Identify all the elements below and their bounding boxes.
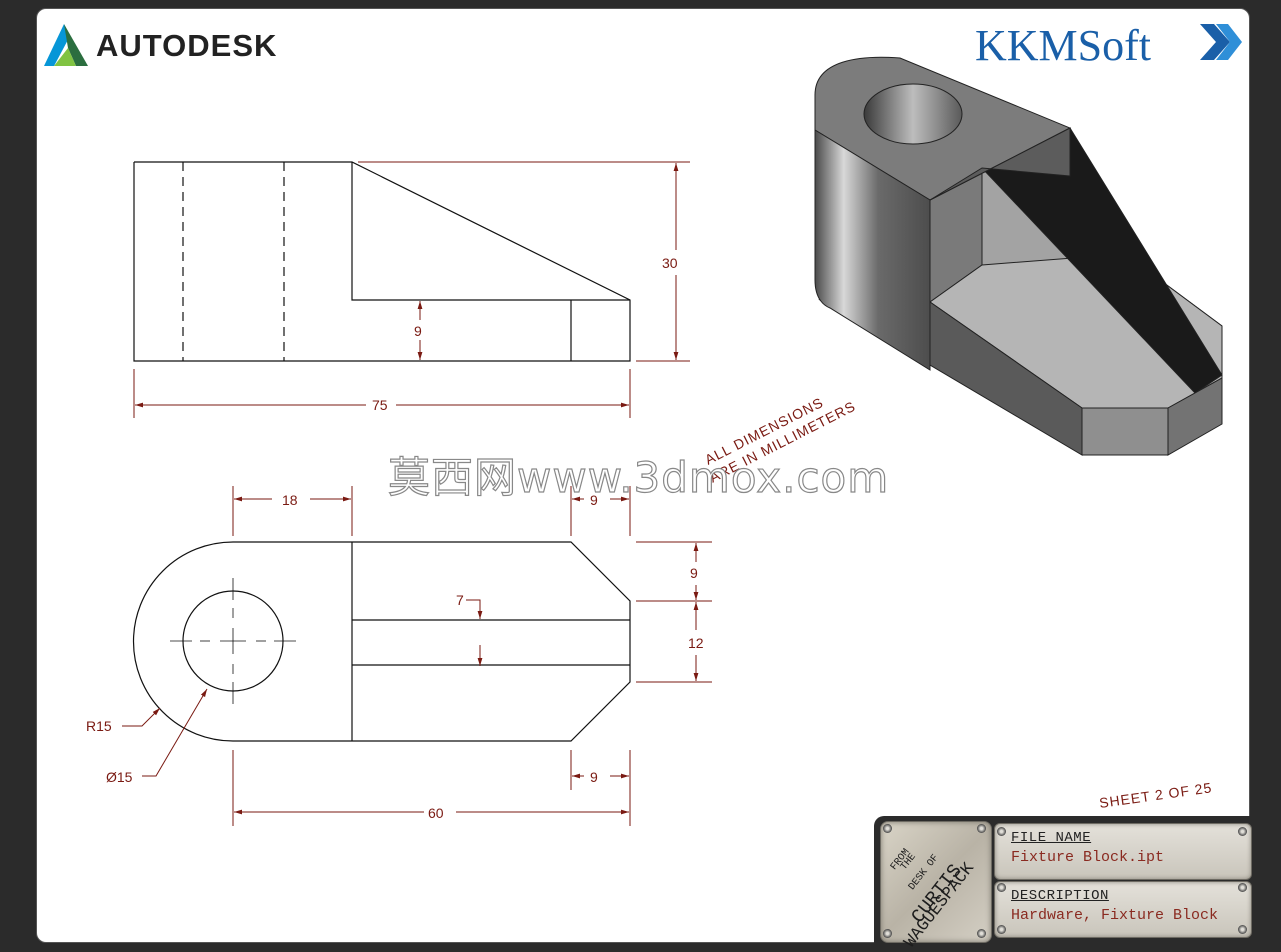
front-view-dimensions bbox=[133, 161, 690, 418]
dim-radius-r15: R15 bbox=[86, 718, 112, 734]
dim-slot-7: 7 bbox=[456, 592, 464, 608]
bolt-icon bbox=[977, 824, 986, 833]
bolt-icon bbox=[1238, 827, 1247, 836]
file-name-panel: FILE NAME Fixture Block.ipt bbox=[994, 823, 1252, 880]
autodesk-logo: AUTODESK bbox=[44, 24, 277, 66]
top-view-dimensions bbox=[122, 486, 712, 826]
front-view bbox=[133, 161, 631, 362]
file-name-label: FILE NAME bbox=[1011, 830, 1092, 846]
dim-right-middle-12: 12 bbox=[688, 635, 704, 651]
dim-ledge-9: 9 bbox=[414, 323, 422, 339]
bolt-icon bbox=[883, 824, 892, 833]
bolt-icon bbox=[883, 929, 892, 938]
watermark: 莫西网www.3dmox.com bbox=[388, 453, 889, 502]
bolt-icon bbox=[1238, 883, 1247, 892]
designer-stamp: FROM THE DESK OF CURTIS WAGUESPACK bbox=[880, 821, 992, 952]
dim-chamfer-bottom-9: 9 bbox=[590, 769, 598, 785]
dim-height-30: 30 bbox=[662, 255, 678, 271]
dim-diameter-15: Ø15 bbox=[106, 769, 133, 785]
kkmsoft-wordmark: KKMSoft bbox=[975, 21, 1151, 70]
dim-right-upper-9: 9 bbox=[690, 565, 698, 581]
bolt-icon bbox=[977, 929, 986, 938]
autodesk-wordmark: AUTODESK bbox=[96, 28, 277, 63]
description-value: Hardware, Fixture Block bbox=[1011, 907, 1219, 924]
file-name-value: Fixture Block.ipt bbox=[1011, 849, 1165, 866]
description-panel: DESCRIPTION Hardware, Fixture Block bbox=[994, 881, 1252, 938]
bolt-icon bbox=[997, 827, 1006, 836]
bolt-icon bbox=[997, 883, 1006, 892]
description-label: DESCRIPTION bbox=[1011, 888, 1109, 904]
title-block: FROM THE DESK OF CURTIS WAGUESPACK FILE … bbox=[878, 819, 1253, 952]
dim-chamfer-top-9: 9 bbox=[590, 492, 598, 508]
dim-length-60: 60 bbox=[428, 805, 444, 821]
bolt-icon bbox=[997, 925, 1006, 934]
bolt-icon bbox=[1238, 925, 1247, 934]
dim-length-75: 75 bbox=[372, 397, 388, 413]
sheet-number: SHEET 2 OF 25 bbox=[1098, 779, 1213, 811]
kkmsoft-logo: KKMSoft bbox=[975, 21, 1242, 70]
top-view bbox=[132, 541, 631, 742]
dim-hole-offset-18: 18 bbox=[282, 492, 298, 508]
isometric-view bbox=[814, 56, 1223, 456]
